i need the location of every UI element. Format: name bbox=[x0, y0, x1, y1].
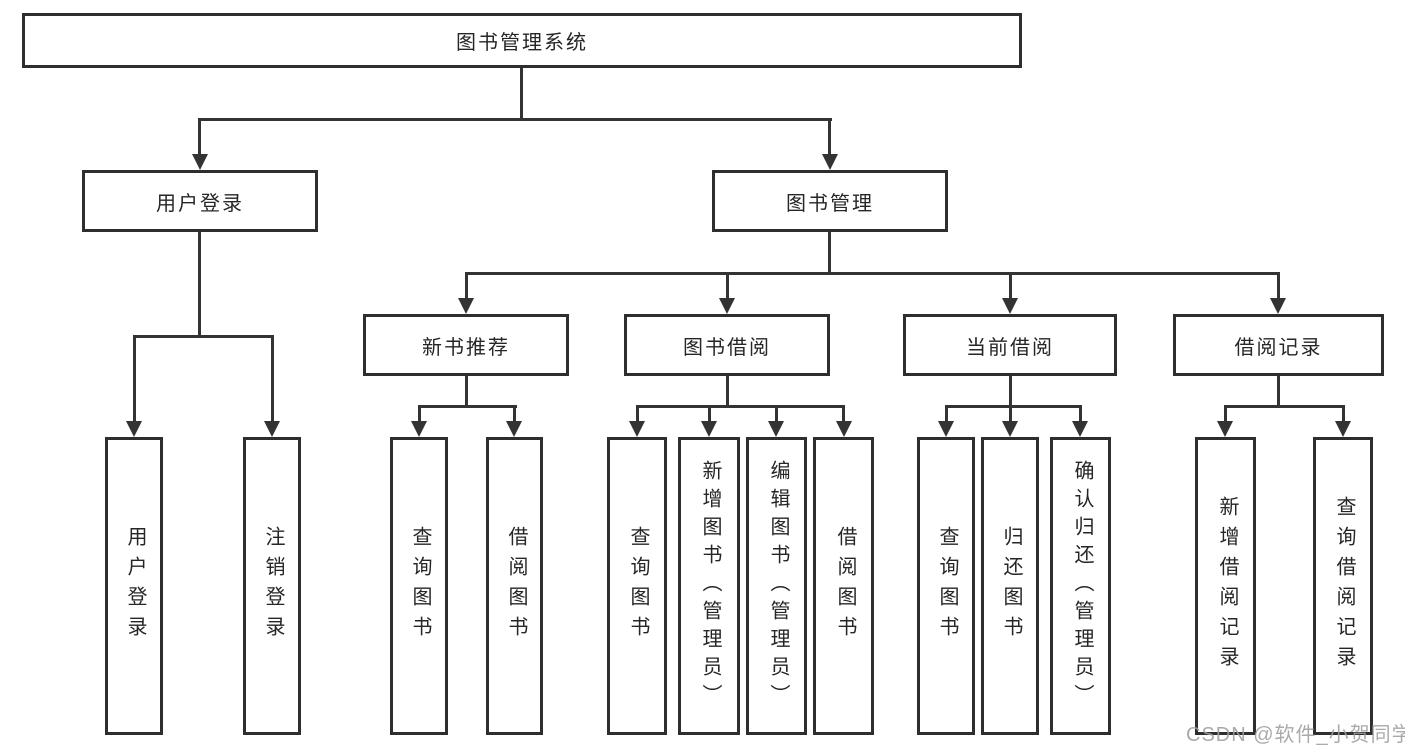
node-leaf-borrow-books-1: 借阅图书 bbox=[486, 437, 543, 735]
arrow-down-icon bbox=[192, 154, 208, 170]
connector-line bbox=[636, 405, 639, 424]
node-leaf-user-login: 用户登录 bbox=[105, 437, 163, 735]
arrow-down-icon bbox=[1335, 421, 1351, 437]
arrow-down-icon bbox=[1217, 421, 1233, 437]
connector-line bbox=[775, 405, 778, 424]
arrow-down-icon bbox=[938, 421, 954, 437]
node-leaf-add-books-admin: 新增图书（管理员） bbox=[678, 437, 740, 735]
connector-line bbox=[1342, 405, 1345, 424]
arrow-down-icon bbox=[719, 298, 735, 314]
node-leaf-logout: 注销登录 bbox=[243, 437, 301, 735]
connector-line bbox=[1277, 376, 1280, 407]
csdn-watermark: CSDN @软件_小贺同学 bbox=[1186, 724, 1405, 746]
connector-line bbox=[418, 405, 421, 424]
connector-line bbox=[842, 405, 845, 424]
node-leaf-edit-books-admin: 编辑图书（管理员） bbox=[746, 437, 807, 735]
arrow-down-icon bbox=[1002, 298, 1018, 314]
arrow-down-icon bbox=[1072, 421, 1088, 437]
arrow-down-icon bbox=[768, 421, 784, 437]
node-leaf-borrow-books-2: 借阅图书 bbox=[813, 437, 874, 735]
connector-line bbox=[828, 118, 831, 156]
arrow-down-icon bbox=[701, 421, 717, 437]
arrow-down-icon bbox=[836, 421, 852, 437]
node-user-login: 用户登录 bbox=[82, 170, 318, 232]
node-leaf-query-books-2: 查询图书 bbox=[607, 437, 667, 735]
connector-line bbox=[198, 118, 201, 156]
connector-line bbox=[1079, 405, 1082, 424]
node-current-borrow: 当前借阅 bbox=[903, 314, 1117, 376]
connector-line bbox=[465, 272, 1280, 275]
connector-line bbox=[708, 405, 711, 424]
connector-line bbox=[945, 405, 1082, 408]
connector-line bbox=[465, 272, 468, 300]
connector-line bbox=[271, 335, 274, 423]
arrow-down-icon bbox=[264, 421, 280, 437]
connector-line bbox=[465, 376, 468, 407]
node-leaf-add-borrow-record: 新增借阅记录 bbox=[1195, 437, 1256, 735]
connector-line bbox=[1224, 405, 1227, 424]
node-leaf-query-books-1: 查询图书 bbox=[390, 437, 448, 735]
node-book-management: 图书管理 bbox=[712, 170, 948, 232]
connector-line bbox=[520, 68, 523, 120]
connector-line bbox=[418, 405, 517, 408]
connector-line bbox=[1224, 405, 1345, 408]
connector-line bbox=[513, 405, 516, 424]
connector-line bbox=[1277, 272, 1280, 300]
connector-line bbox=[133, 335, 274, 338]
connector-line bbox=[726, 272, 729, 300]
arrow-down-icon bbox=[629, 421, 645, 437]
node-leaf-query-books-3: 查询图书 bbox=[917, 437, 975, 735]
connector-line bbox=[1009, 405, 1012, 424]
arrow-down-icon bbox=[1002, 421, 1018, 437]
node-root-system: 图书管理系统 bbox=[22, 13, 1022, 68]
connector-line bbox=[636, 405, 845, 408]
node-borrow-records: 借阅记录 bbox=[1173, 314, 1384, 376]
arrow-down-icon bbox=[411, 421, 427, 437]
arrow-down-icon bbox=[822, 154, 838, 170]
node-leaf-return-books: 归还图书 bbox=[981, 437, 1039, 735]
arrow-down-icon bbox=[506, 421, 522, 437]
connector-line bbox=[726, 376, 729, 407]
arrow-down-icon bbox=[1270, 298, 1286, 314]
arrow-down-icon bbox=[458, 298, 474, 314]
connector-line bbox=[828, 232, 831, 275]
connector-line bbox=[945, 405, 948, 424]
connector-line bbox=[198, 232, 201, 337]
connector-line bbox=[133, 335, 136, 423]
node-leaf-query-borrow-record: 查询借阅记录 bbox=[1313, 437, 1373, 735]
connector-line bbox=[1009, 272, 1012, 300]
connector-line bbox=[198, 118, 832, 121]
node-leaf-confirm-return-admin: 确认归还（管理员） bbox=[1050, 437, 1111, 735]
node-new-book-recommend: 新书推荐 bbox=[363, 314, 569, 376]
node-book-borrow: 图书借阅 bbox=[624, 314, 830, 376]
connector-line bbox=[1009, 376, 1012, 407]
arrow-down-icon bbox=[126, 421, 142, 437]
